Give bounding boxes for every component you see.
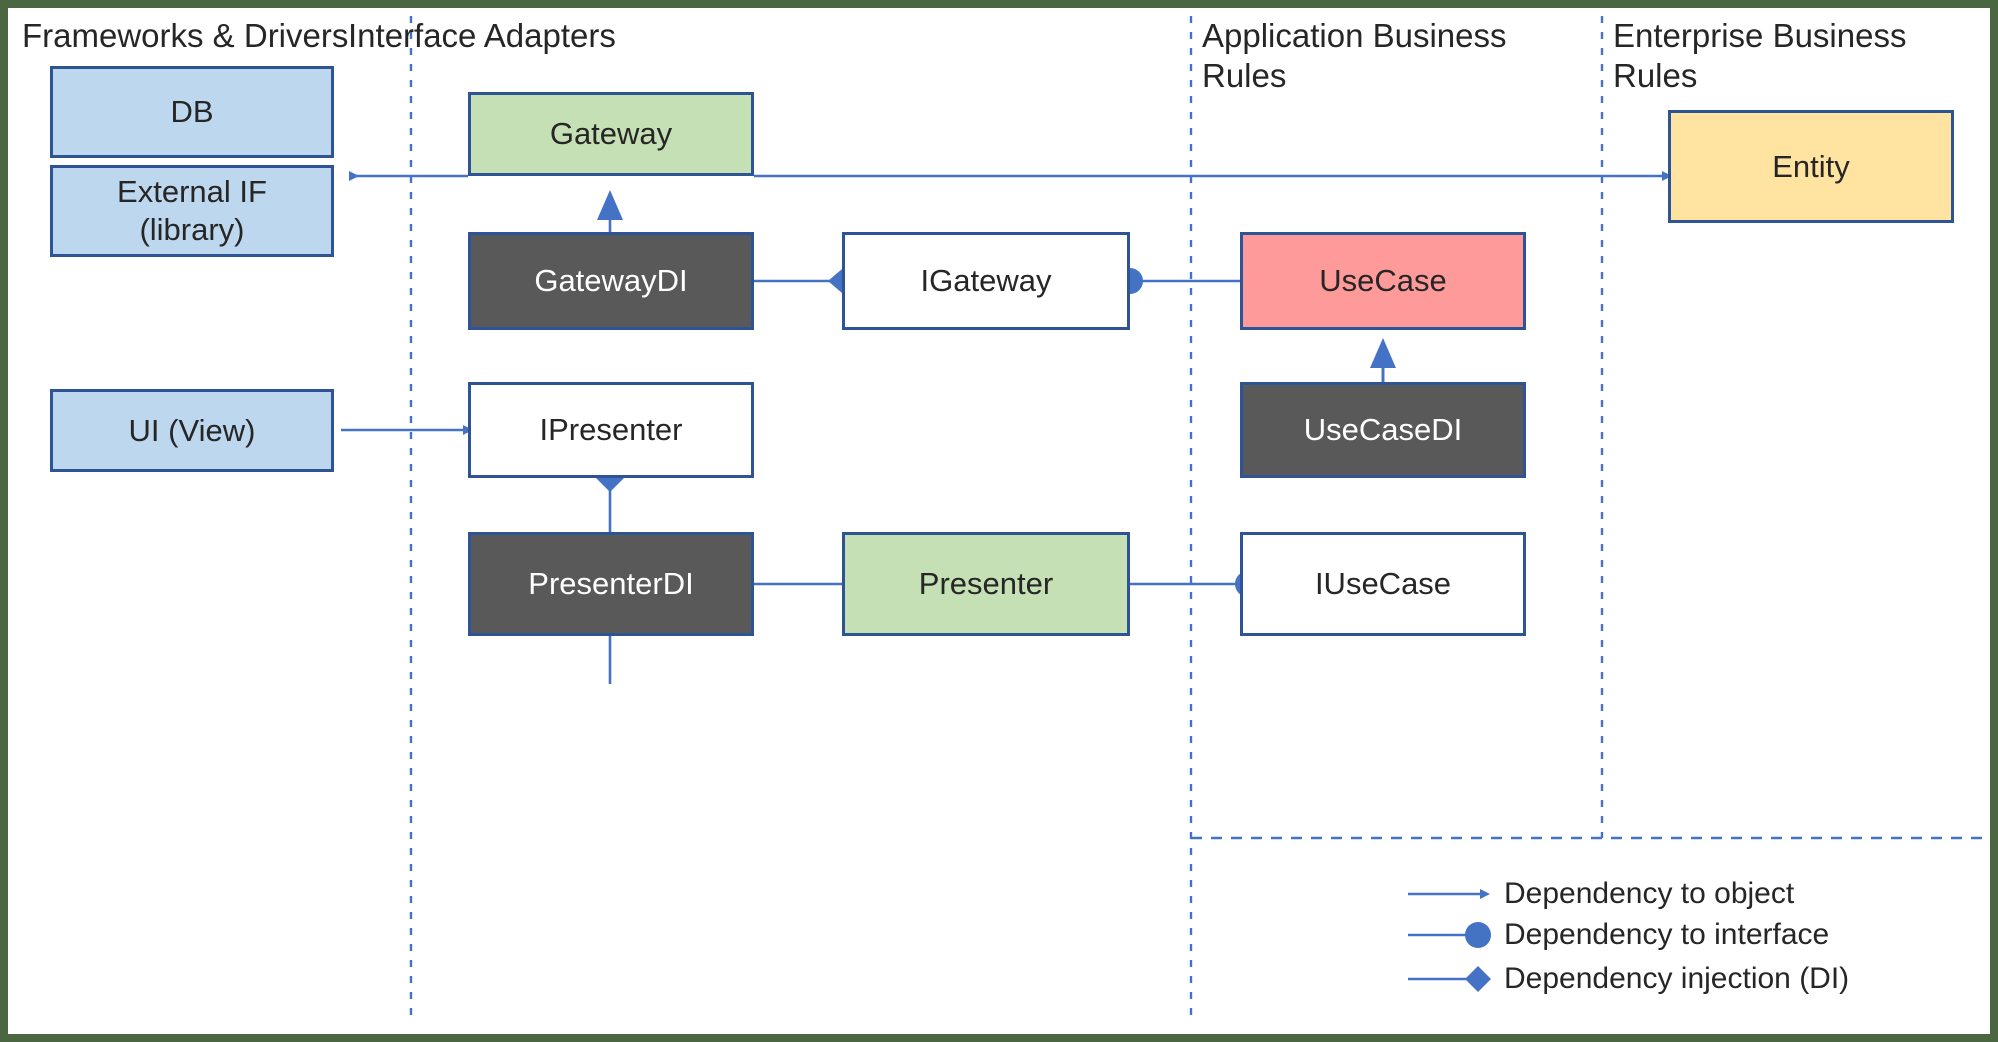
node-presenter-di[interactable]: PresenterDI	[468, 532, 754, 636]
node-ui-view[interactable]: UI (View)	[50, 389, 334, 472]
legend-label-dependency-injection: Dependency injection (DI)	[1504, 962, 1850, 995]
node-igateway[interactable]: IGateway	[842, 232, 1130, 330]
node-iusecase[interactable]: IUseCase	[1240, 532, 1526, 636]
node-presenter[interactable]: Presenter	[842, 532, 1130, 636]
node-entity[interactable]: Entity	[1668, 110, 1954, 223]
lane-header-frameworks: Frameworks & Drivers	[22, 17, 349, 54]
node-gateway-di[interactable]: GatewayDI	[468, 232, 754, 330]
diagram-canvas: Frameworks & Drivers Interface Adapters …	[8, 8, 1990, 1034]
edge-gatewaydi-to-gateway-head	[597, 190, 623, 220]
legend-label-dependency-to-object: Dependency to object	[1504, 877, 1795, 910]
lane-header-adapters: Interface Adapters	[348, 17, 616, 54]
legend-diamond-marker	[1465, 966, 1491, 992]
legend-label-dependency-to-interface: Dependency to interface	[1504, 918, 1830, 951]
node-usecase-di[interactable]: UseCaseDI	[1240, 382, 1526, 478]
edge-usecasedi-to-usecase-head	[1370, 338, 1396, 368]
node-usecase[interactable]: UseCase	[1240, 232, 1526, 330]
lane-header-enterprise: Enterprise Business Rules	[1613, 17, 1907, 94]
lane-header-application: Application Business Rules	[1202, 17, 1507, 94]
node-external-if[interactable]: External IF (library)	[50, 165, 334, 257]
node-ipresenter[interactable]: IPresenter	[468, 382, 754, 478]
node-gateway[interactable]: Gateway	[468, 92, 754, 176]
node-db[interactable]: DB	[50, 66, 334, 158]
legend-circle-marker	[1465, 922, 1491, 948]
